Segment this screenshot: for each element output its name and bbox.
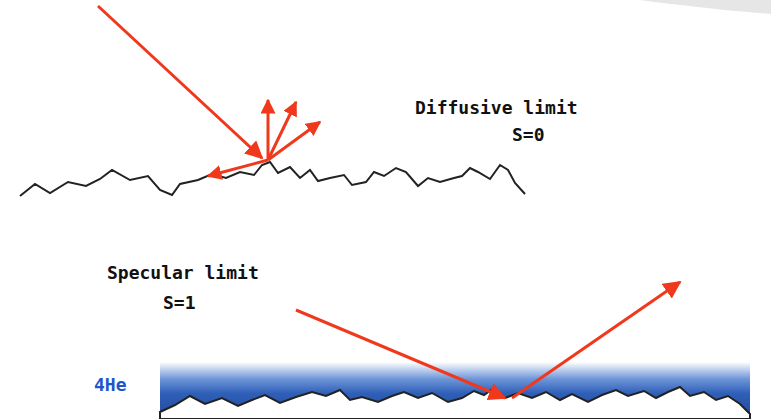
specularity-value: S=1	[163, 292, 196, 314]
corner-smudge	[640, 0, 771, 14]
rough-surface	[20, 162, 525, 196]
specularity-value: S=0	[512, 124, 545, 146]
scattered-ray	[268, 122, 320, 160]
regime-label: Specular limit	[107, 262, 259, 284]
incident-ray	[296, 310, 505, 398]
helium-film	[160, 362, 750, 419]
scattered-ray	[208, 160, 268, 176]
rough-substrate	[160, 387, 750, 419]
reflected-ray	[512, 282, 680, 398]
incident-ray	[98, 6, 262, 158]
regime-label: Diffusive limit	[415, 97, 578, 119]
material-label: 4He	[94, 374, 127, 396]
scattered-ray	[267, 100, 270, 160]
